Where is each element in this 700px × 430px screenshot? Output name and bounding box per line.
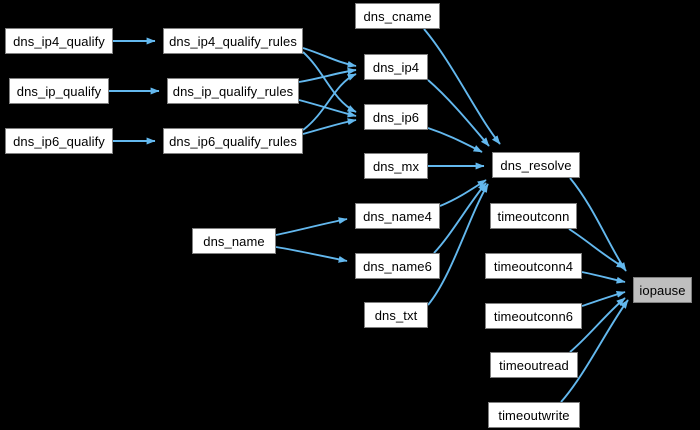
graph-node-dns_name6[interactable]: dns_name6 xyxy=(355,253,440,279)
graph-node-dns_ip6_qualify_rules[interactable]: dns_ip6_qualify_rules xyxy=(163,128,303,154)
node-label: timeoutconn6 xyxy=(493,308,574,324)
graph-node-timeoutconn[interactable]: timeoutconn xyxy=(490,203,577,229)
edge-dns_ip6_qualify_rules-to-dns_ip6 xyxy=(302,118,357,135)
graph-node-dns_cname[interactable]: dns_cname xyxy=(355,3,440,29)
graph-node-dns_resolve[interactable]: dns_resolve xyxy=(492,152,580,178)
graph-node-dns_ip4[interactable]: dns_ip4 xyxy=(364,54,428,80)
edge-dns_cname-to-dns_resolve xyxy=(423,28,501,145)
edge-dns_ip_qualify_rules-to-dns_ip6 xyxy=(298,99,357,118)
node-label: dns_resolve xyxy=(500,157,572,173)
edge-timeoutconn4-to-iopause xyxy=(581,271,626,284)
node-label: dns_mx xyxy=(372,158,420,174)
graph-node-timeoutconn4[interactable]: timeoutconn4 xyxy=(485,253,582,279)
graph-node-dns_ip_qualify_rules[interactable]: dns_ip_qualify_rules xyxy=(167,78,299,104)
edge-dns_ip_qualify_rules-to-dns_ip4 xyxy=(298,67,357,83)
graph-node-timeoutconn6[interactable]: timeoutconn6 xyxy=(485,303,582,329)
node-label: dns_txt xyxy=(374,307,418,323)
node-label: dns_ip6 xyxy=(372,109,420,125)
graph-node-timeoutwrite[interactable]: timeoutwrite xyxy=(488,402,580,428)
edge-dns_name-to-dns_name4 xyxy=(275,217,348,236)
graph-node-dns_ip6_qualify[interactable]: dns_ip6_qualify xyxy=(5,128,113,154)
edge-dns_name6-to-dns_resolve xyxy=(433,182,487,254)
node-label: dns_name4 xyxy=(363,208,432,224)
edge-dns_ip6-to-dns_resolve xyxy=(427,127,483,153)
node-label: dns_ip6_qualify_rules xyxy=(169,133,297,149)
node-label: dns_name6 xyxy=(363,258,432,274)
node-label: dns_ip_qualify_rules xyxy=(172,83,294,99)
node-label: iopause xyxy=(639,282,686,298)
node-label: dns_name xyxy=(203,233,265,249)
edge-dns_name-to-dns_name6 xyxy=(275,246,348,263)
edge-dns_ip6_qualify_rules-to-dns_ip4 xyxy=(302,73,357,131)
node-label: dns_ip4_qualify xyxy=(13,33,105,49)
edge-timeoutwrite-to-iopause xyxy=(560,299,629,403)
graph-node-timeoutread[interactable]: timeoutread xyxy=(490,352,578,378)
graph-node-iopause[interactable]: iopause xyxy=(633,277,692,303)
edge-dns_ip4_qualify_rules-to-dns_ip4 xyxy=(302,47,357,68)
graph-node-dns_ip4_qualify[interactable]: dns_ip4_qualify xyxy=(5,28,113,54)
graph-node-dns_ip_qualify[interactable]: dns_ip_qualify xyxy=(9,78,109,104)
edge-timeoutconn-to-iopause xyxy=(568,228,626,269)
node-label: dns_ip4_qualify_rules xyxy=(169,33,297,49)
edge-timeoutconn6-to-iopause xyxy=(581,290,626,307)
edge-dns_txt-to-dns_resolve xyxy=(427,183,489,306)
graph-node-dns_ip4_qualify_rules[interactable]: dns_ip4_qualify_rules xyxy=(163,28,303,54)
edge-timeoutread-to-iopause xyxy=(569,297,626,353)
node-label: dns_ip_qualify xyxy=(16,83,102,99)
node-label: timeoutread xyxy=(499,357,569,373)
node-label: timeoutconn4 xyxy=(493,258,574,274)
graph-node-dns_mx[interactable]: dns_mx xyxy=(364,153,428,179)
edge-dns_ip4-to-dns_resolve xyxy=(427,79,490,147)
node-label: timeoutconn xyxy=(497,208,570,224)
graph-node-dns_name[interactable]: dns_name xyxy=(192,228,276,254)
node-label: dns_ip6_qualify xyxy=(13,133,105,149)
node-label: dns_cname xyxy=(363,8,432,24)
graph-node-dns_txt[interactable]: dns_txt xyxy=(364,302,428,328)
graph-node-dns_name4[interactable]: dns_name4 xyxy=(355,203,440,229)
node-label: dns_ip4 xyxy=(372,59,420,75)
edge-dns_ip4_qualify_rules-to-dns_ip6 xyxy=(302,51,357,113)
graph-node-dns_ip6[interactable]: dns_ip6 xyxy=(364,104,428,130)
node-label: timeoutwrite xyxy=(498,407,570,423)
